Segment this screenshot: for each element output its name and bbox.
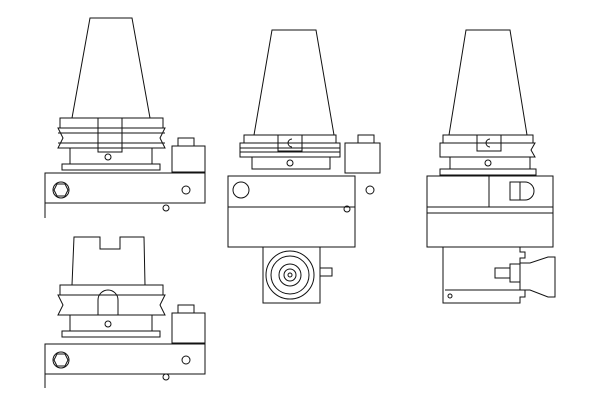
tool-collet bbox=[520, 256, 556, 298]
lower-housing bbox=[426, 206, 554, 248]
hole-icon bbox=[181, 355, 191, 365]
body-bar bbox=[44, 172, 206, 204]
screw-icon bbox=[104, 153, 112, 161]
spindle-nut bbox=[265, 250, 315, 300]
tool-shaft bbox=[494, 267, 511, 279]
body-bar bbox=[44, 343, 206, 375]
tool-housing bbox=[442, 247, 526, 304]
screw-icon bbox=[343, 205, 351, 213]
hole-icon bbox=[181, 185, 191, 195]
screw-icon bbox=[162, 373, 170, 381]
screw-icon bbox=[162, 204, 170, 212]
screw-icon bbox=[484, 159, 492, 167]
hex-bolt-icon bbox=[232, 181, 250, 199]
clamp-block bbox=[171, 145, 206, 173]
d-cutout bbox=[509, 181, 535, 201]
view-side-middle bbox=[227, 29, 381, 304]
taper-shank bbox=[253, 29, 335, 136]
screw-icon bbox=[286, 159, 294, 167]
clamp-block bbox=[344, 142, 381, 174]
hex-bolt-icon bbox=[52, 181, 70, 199]
hole-icon bbox=[365, 185, 375, 195]
screw-icon bbox=[447, 293, 453, 299]
flange bbox=[57, 117, 166, 171]
clamp-block bbox=[171, 312, 206, 344]
short-shank bbox=[71, 236, 146, 286]
body-bar bbox=[227, 175, 356, 208]
lower-housing bbox=[227, 206, 356, 248]
view-front-bottom-left bbox=[44, 236, 206, 388]
screw-icon bbox=[104, 320, 112, 328]
hex-bolt-icon bbox=[52, 351, 70, 369]
taper-shank bbox=[71, 17, 151, 119]
taper-shank bbox=[448, 29, 528, 136]
coolant-fitting bbox=[319, 267, 333, 277]
view-side-right bbox=[426, 29, 556, 304]
view-front-top-left bbox=[44, 17, 206, 218]
